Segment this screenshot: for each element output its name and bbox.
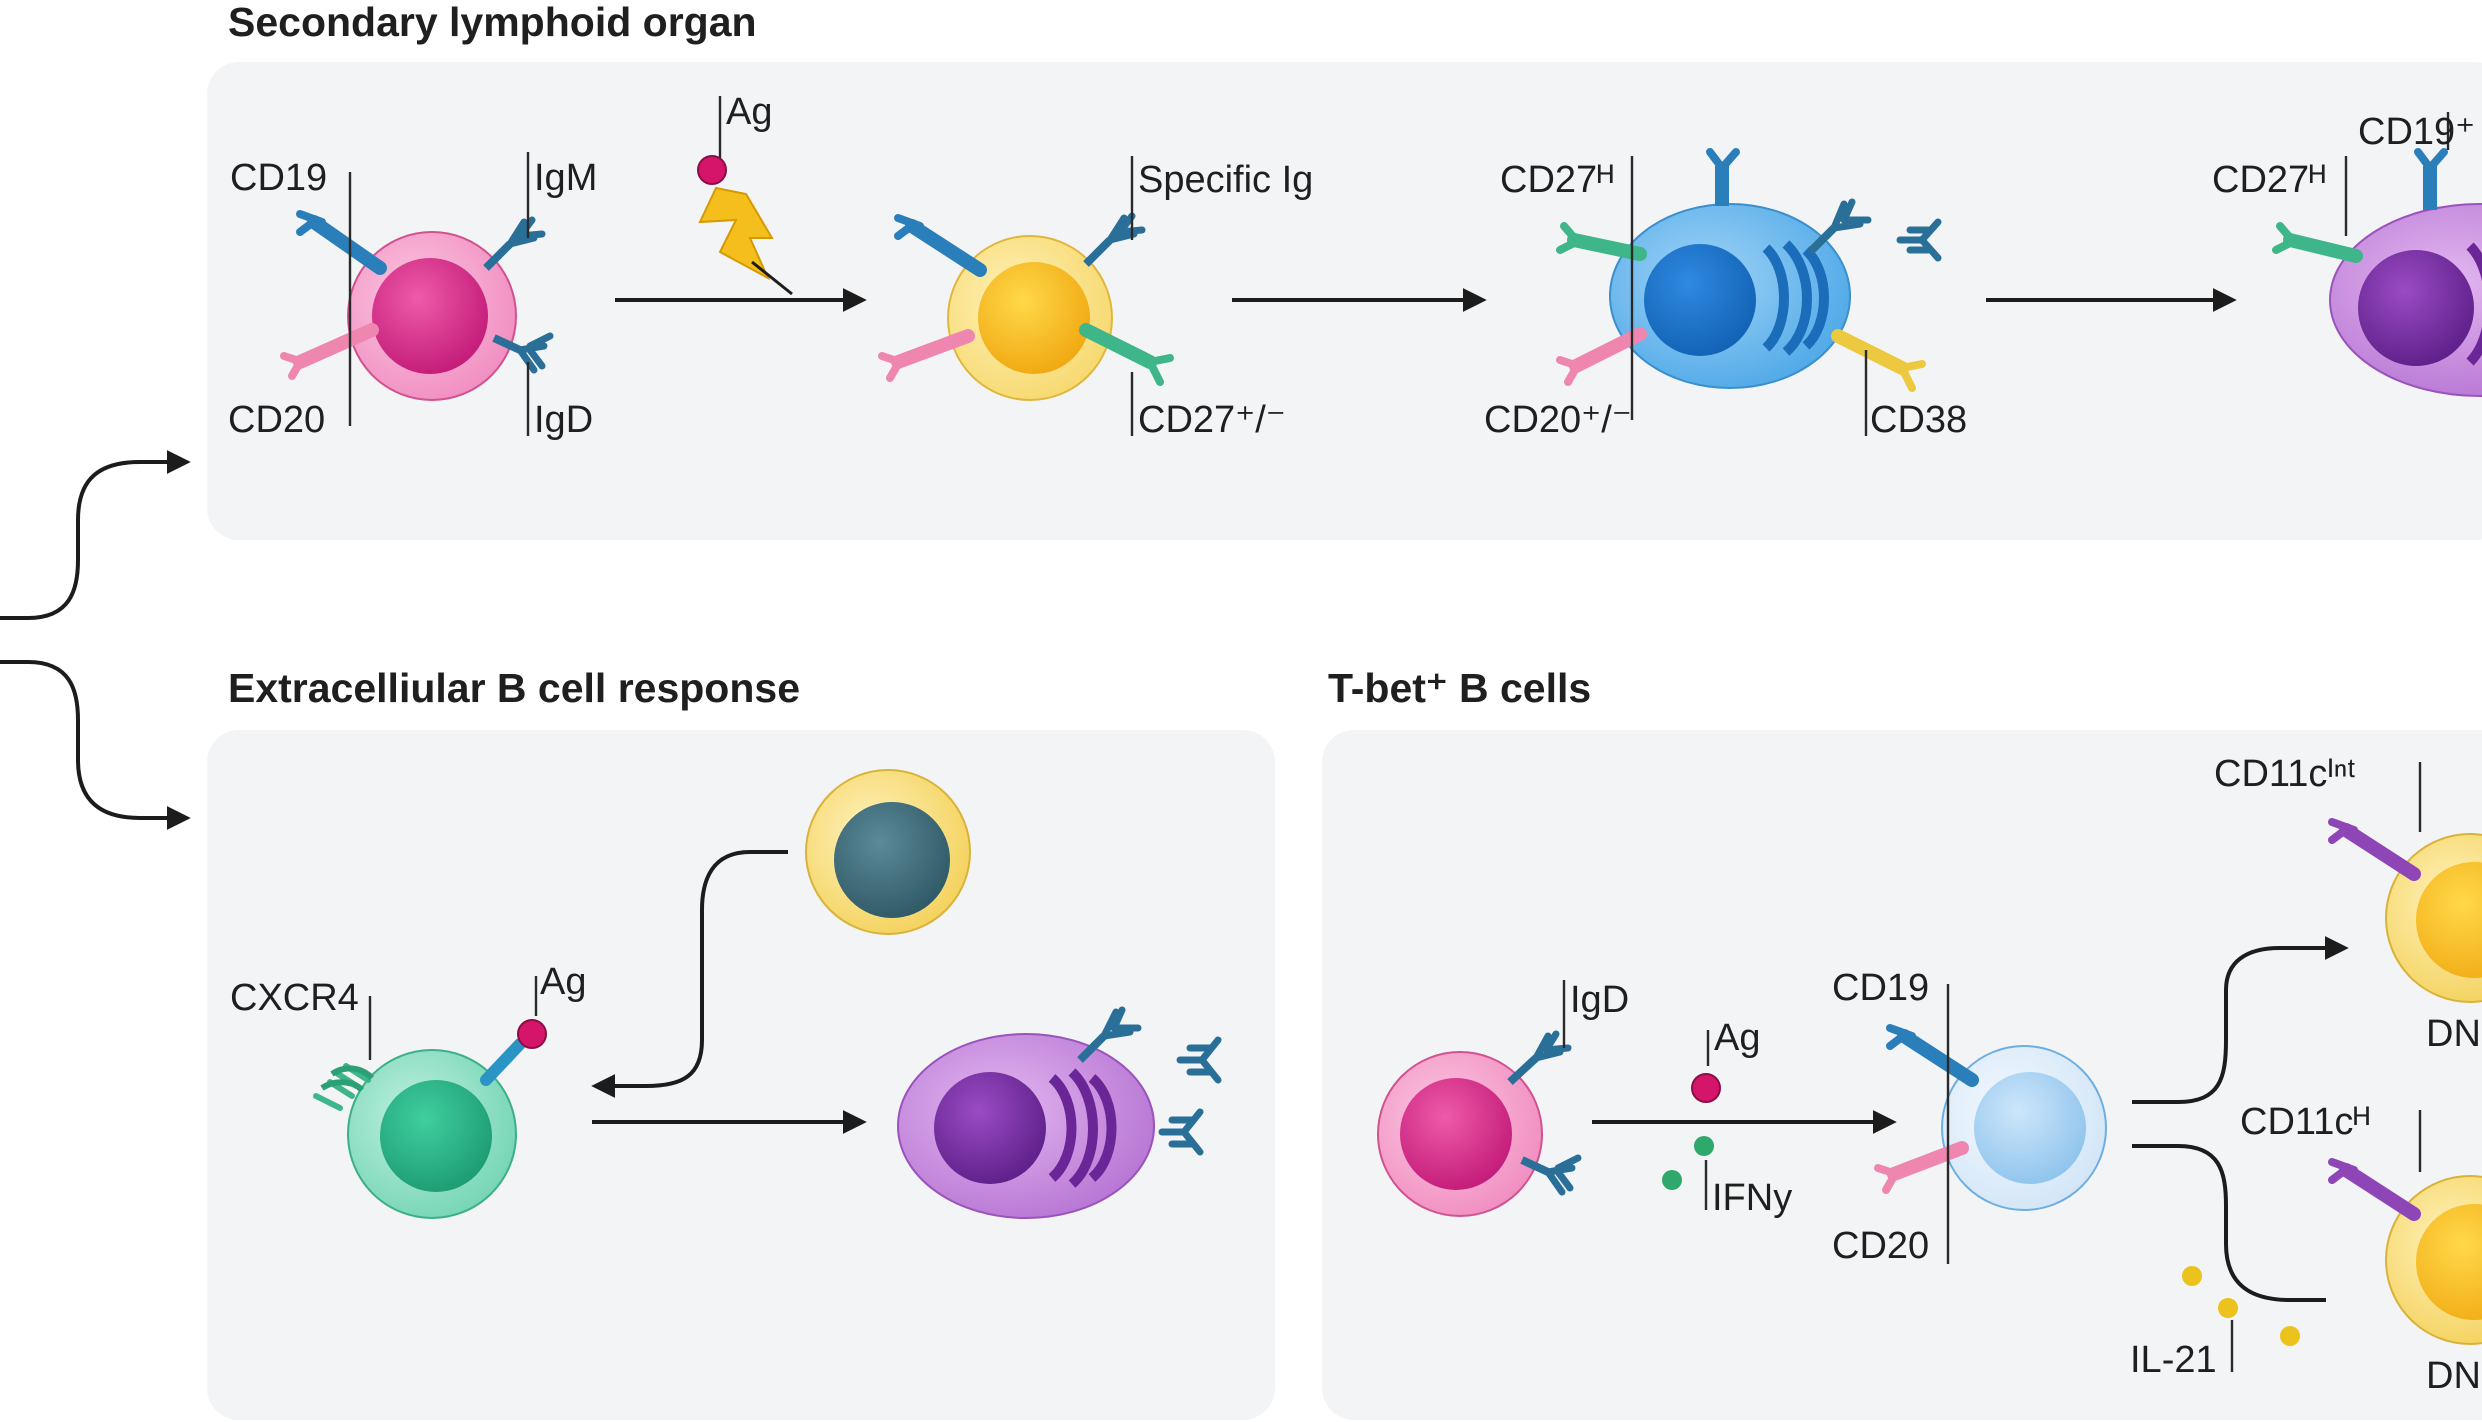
- cd19-receptor-icon: [1886, 1024, 1979, 1087]
- bcr-receptor-icon: [480, 1038, 526, 1086]
- panel-tbet-b-cells: [1322, 730, 2482, 1420]
- il21-dot-icon: [2182, 1266, 2202, 1286]
- plasmablast-cell: [1609, 203, 1851, 389]
- naive-b-cell: [1377, 1051, 1543, 1217]
- label-cd38: CD38: [1870, 399, 1967, 441]
- arrow-t-cell-help: [591, 850, 788, 1098]
- antigen-icon: [1691, 1073, 1721, 1103]
- il21-dot-icon: [2218, 1298, 2238, 1318]
- cd11c-receptor-icon: [2328, 1158, 2421, 1221]
- cd19-receptor-icon: [296, 210, 387, 275]
- label-cd27-plus-minus: CD27⁺/⁻: [1138, 399, 1286, 441]
- label-il21: IL-21: [2130, 1339, 2217, 1381]
- label-ifny: IFNy: [1712, 1177, 1792, 1219]
- label-cd20: CD20: [1832, 1225, 1929, 1267]
- secreted-antibody-icon: [1158, 1108, 1204, 1156]
- membrane-antibody-icon: [1807, 198, 1872, 255]
- cd19-receptor-icon: [894, 214, 987, 277]
- label-antigen: Ag: [726, 91, 772, 133]
- arrow-to-dn-hi: [2132, 1144, 2326, 1302]
- activated-b-cell: [947, 235, 1113, 401]
- label-igm: IgM: [534, 157, 597, 199]
- label-antigen: Ag: [540, 961, 586, 1003]
- label-cd19: CD19: [230, 157, 327, 199]
- dn-precursor-b-cell: [1941, 1045, 2107, 1211]
- ifny-dot-icon: [1662, 1170, 1682, 1190]
- il21-dot-icon: [2280, 1326, 2300, 1346]
- membrane-antibody-icon: [1077, 1006, 1142, 1063]
- ifny-dot-icon: [1694, 1136, 1714, 1156]
- branch-arrow-to-secondary-lymphoid: [0, 450, 191, 620]
- branch-arrow-to-extrafollicular: [0, 660, 191, 830]
- antigen-icon: [697, 155, 727, 185]
- cd20-receptor-icon: [280, 323, 379, 380]
- label-igd: IgD: [534, 399, 593, 441]
- cd27-receptor-icon: [1079, 323, 1174, 386]
- cd38-receptor-icon: [1831, 329, 1926, 392]
- t-helper-cell: [805, 769, 971, 935]
- cd20-receptor-icon: [1556, 327, 1647, 386]
- extrafollicular-plasmablast: [897, 1033, 1155, 1219]
- label-cd11c-hi: CD11cᴴ: [2240, 1101, 2370, 1143]
- igd-antibody-icon: [1507, 1030, 1572, 1085]
- label-cd20: CD20: [228, 399, 325, 441]
- label-cd19: CD19: [1832, 967, 1929, 1009]
- cd19-receptor-icon: [1706, 148, 1740, 206]
- naive-b-cell: [347, 231, 517, 401]
- cd20-receptor-icon: [878, 329, 975, 382]
- secreted-antibody-icon: [1176, 1036, 1222, 1084]
- cd11c-receptor-icon: [2328, 818, 2421, 881]
- cd20-receptor-icon: [1874, 1141, 1969, 1194]
- extrafollicular-b-cell: [347, 1049, 517, 1219]
- igd-antibody-icon: [492, 332, 554, 374]
- cd27-receptor-icon: [2272, 222, 2363, 263]
- panel-title-secondary-lymphoid-organ: Secondary lymphoid organ: [228, 0, 757, 45]
- panel-title-extrafollicular-response: Extracelliular B cell response: [228, 665, 800, 711]
- label-cd19-plus: CD19⁺: [2358, 111, 2475, 153]
- plasma-cell: [2329, 203, 2482, 397]
- label-cxcr4: CXCR4: [230, 977, 359, 1019]
- panel-title-tbet-b-cells: T-bet⁺ B cells: [1328, 665, 1592, 711]
- lightning-icon: [698, 186, 774, 281]
- panel-extrafollicular-response: [207, 730, 1275, 1420]
- cd19-receptor-icon: [2414, 148, 2448, 210]
- label-igd: IgD: [1570, 979, 1629, 1021]
- label-cd27-hi: CD27ᴴ: [1500, 159, 1613, 201]
- antigen-icon: [517, 1019, 547, 1049]
- igm-antibody-icon: [483, 216, 546, 271]
- label-specific-ig: Specific Ig: [1138, 159, 1313, 201]
- cd27-receptor-icon: [1556, 222, 1647, 261]
- specific-ig-antibody-icon: [1083, 212, 1146, 267]
- cxcr4-receptor-icon: [313, 1063, 375, 1111]
- label-dn: DN: [2426, 1355, 2481, 1397]
- label-cd20-plus-minus: CD20⁺/⁻: [1484, 399, 1632, 441]
- label-antigen: Ag: [1714, 1017, 1760, 1059]
- secreted-antibody-icon: [1896, 218, 1942, 262]
- igd-antibody-icon: [1520, 1154, 1582, 1196]
- label-dn: DN: [2426, 1013, 2481, 1055]
- label-cd11c-int: CD11cᴵⁿᵗ: [2214, 753, 2356, 795]
- arrow-to-dn-int: [2132, 936, 2349, 1104]
- label-cd27-hi: CD27ᴴ: [2212, 159, 2325, 201]
